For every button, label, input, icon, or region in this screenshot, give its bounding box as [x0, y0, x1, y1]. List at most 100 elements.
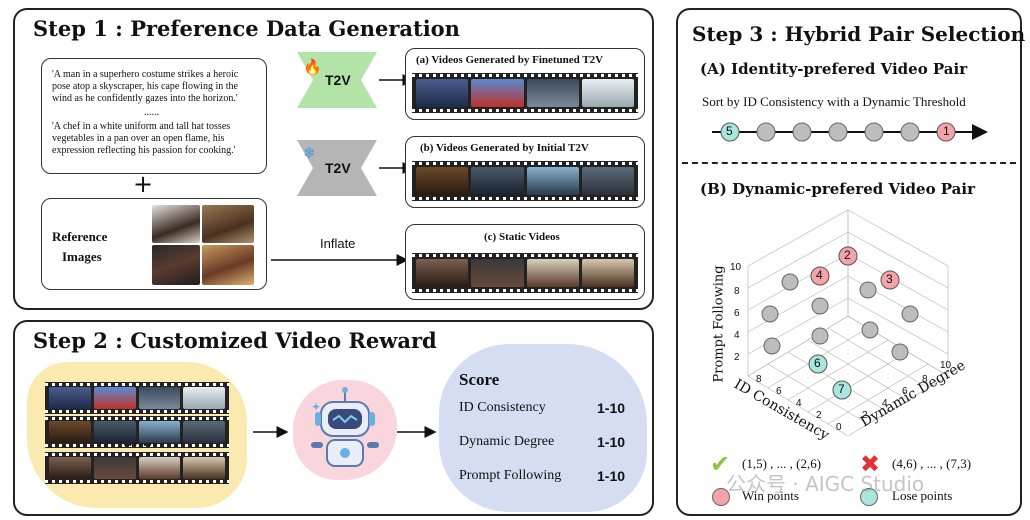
frame-b1 — [416, 167, 469, 195]
caption-c: (c) Static Videos — [484, 231, 560, 243]
film-strip-c — [412, 253, 638, 293]
mark-2: 2 — [844, 248, 851, 262]
step2-arrows — [253, 426, 437, 438]
mark-6: 6 — [814, 356, 821, 370]
y-tick-8: 8 — [922, 374, 928, 385]
reference-label-1: Reference — [52, 229, 108, 244]
score-range-prompt: 1-10 — [597, 468, 626, 484]
reference-photo-3 — [152, 245, 200, 285]
score-label-id: ID Consistency — [459, 400, 546, 415]
initial-videos-box: (b) Videos Generated by Initial T2V — [405, 136, 645, 208]
y-tick-4: 4 — [882, 398, 888, 409]
step2-panel: Step 2 : Customized Video Reward ....... — [13, 320, 654, 516]
z-tick-4: 4 — [734, 330, 740, 341]
reference-label-2: Images — [62, 249, 102, 264]
frame-b3 — [526, 167, 579, 195]
reward-strip-3 — [45, 452, 229, 484]
reward-strip-2 — [45, 416, 229, 448]
reward-frame-2b — [93, 421, 136, 443]
prompt-ellipsis: ...... — [144, 107, 159, 118]
watermark: 公众号 · AIGC Studio — [726, 472, 925, 496]
win-dot — [712, 488, 730, 506]
frame-a1 — [416, 79, 469, 107]
check-icon: ✔ — [710, 450, 731, 478]
mark-4: 4 — [816, 268, 823, 282]
frame-c3 — [526, 259, 579, 287]
mark-3: 3 — [886, 272, 893, 286]
z-axis-label: Prompt Following — [711, 265, 727, 383]
score-title: Score — [459, 370, 500, 389]
reward-frame-1c — [138, 387, 181, 409]
reward-dots: ....... — [123, 434, 158, 450]
x-tick-6: 6 — [776, 386, 782, 397]
lose-pairs: (4,6) , ... , (7,3) — [892, 456, 972, 471]
snowflake-icon: ❄ — [303, 144, 316, 162]
plus-icon: + — [133, 170, 154, 198]
chain-num-1: 1 — [943, 124, 950, 138]
score-range-id: 1-10 — [597, 400, 626, 416]
t2v-finetuned-icon — [297, 52, 377, 108]
reference-images-box: Reference Images — [41, 198, 267, 290]
caption-a: (a) Videos Generated by Finetuned T2V — [416, 54, 604, 66]
sort-text: Sort by ID Consistency with a Dynamic Th… — [702, 94, 966, 109]
reward-frame-3b — [93, 457, 136, 479]
step3-title: Step 3 : Hybrid Pair Selection — [692, 22, 1026, 46]
reference-photo-2 — [202, 205, 254, 243]
y-tick-10: 10 — [940, 360, 952, 371]
frame-b2 — [471, 167, 524, 195]
y-tick-2: 2 — [862, 410, 868, 421]
reward-frame-2d — [183, 421, 225, 443]
step3-panel: Step 3 : Hybrid Pair Selection (A) Ident… — [676, 8, 1026, 516]
film-strip-b — [412, 161, 638, 201]
frame-a3 — [526, 79, 579, 107]
scatter-3d — [747, 209, 949, 436]
prompt-text-1: 'A man in a superhero costume strikes a … — [52, 69, 239, 104]
static-videos-box: (c) Static Videos — [405, 224, 645, 300]
reward-frame-3c — [138, 457, 181, 479]
reward-frame-1d — [183, 387, 225, 409]
score-blob — [439, 344, 647, 512]
mark-7: 7 — [838, 382, 845, 396]
step1-title: Step 1 : Preference Data Generation — [33, 16, 460, 41]
reference-photo-4 — [202, 245, 254, 285]
reference-photo-1 — [152, 205, 200, 243]
x-tick-2: 2 — [816, 410, 822, 421]
prompt-text-2: 'A chef in a white uniform and tall hat … — [52, 121, 236, 156]
subtitle-b: (B) Dynamic-prefered Video Pair — [700, 180, 975, 198]
reward-frame-1b — [93, 387, 136, 409]
reward-frame-2a — [49, 421, 91, 443]
finetuned-videos-box: (a) Videos Generated by Finetuned T2V — [405, 48, 645, 120]
subtitle-a: (A) Identity-prefered Video Pair — [700, 60, 968, 78]
x-tick-8: 8 — [756, 374, 762, 385]
reward-strip-1 — [45, 382, 229, 414]
sparkle-icon: ✦ — [311, 400, 322, 414]
step2-title: Step 2 : Customized Video Reward — [33, 328, 437, 353]
reward-frame-1a — [49, 387, 91, 409]
step1-panel: Step 1 : Preference Data Generation 'A m… — [13, 8, 654, 310]
robot-icon — [311, 387, 379, 467]
frame-c4 — [581, 259, 634, 287]
step1-arrows — [271, 74, 415, 266]
reward-frame-3d — [183, 457, 225, 479]
reward-frame-3a — [49, 457, 91, 479]
z-tick-8: 8 — [734, 286, 740, 297]
caption-b: (b) Videos Generated by Initial T2V — [420, 142, 589, 154]
lose-points-label: Lose points — [892, 488, 953, 503]
inflate-label: Inflate — [320, 236, 356, 251]
reward-frame-2c — [138, 421, 181, 443]
frame-b4 — [581, 167, 634, 195]
score-label-dynamic: Dynamic Degree — [459, 434, 555, 449]
t2v-label-initial: T2V — [325, 160, 351, 176]
score-range-dynamic: 1-10 — [597, 434, 626, 450]
ranking-chain — [712, 122, 988, 142]
y-tick-6: 6 — [902, 386, 908, 397]
x-tick-4: 4 — [796, 398, 802, 409]
t2v-label-finetuned: T2V — [325, 72, 351, 88]
z-tick-10: 10 — [730, 262, 742, 273]
prompt-box: 'A man in a superhero costume strikes a … — [41, 58, 267, 174]
frame-c1 — [416, 259, 469, 287]
t2v-initial-icon — [297, 140, 377, 196]
win-points-label: Win points — [742, 488, 799, 503]
cross-icon: ✖ — [860, 450, 881, 478]
film-strip-a — [412, 73, 638, 113]
